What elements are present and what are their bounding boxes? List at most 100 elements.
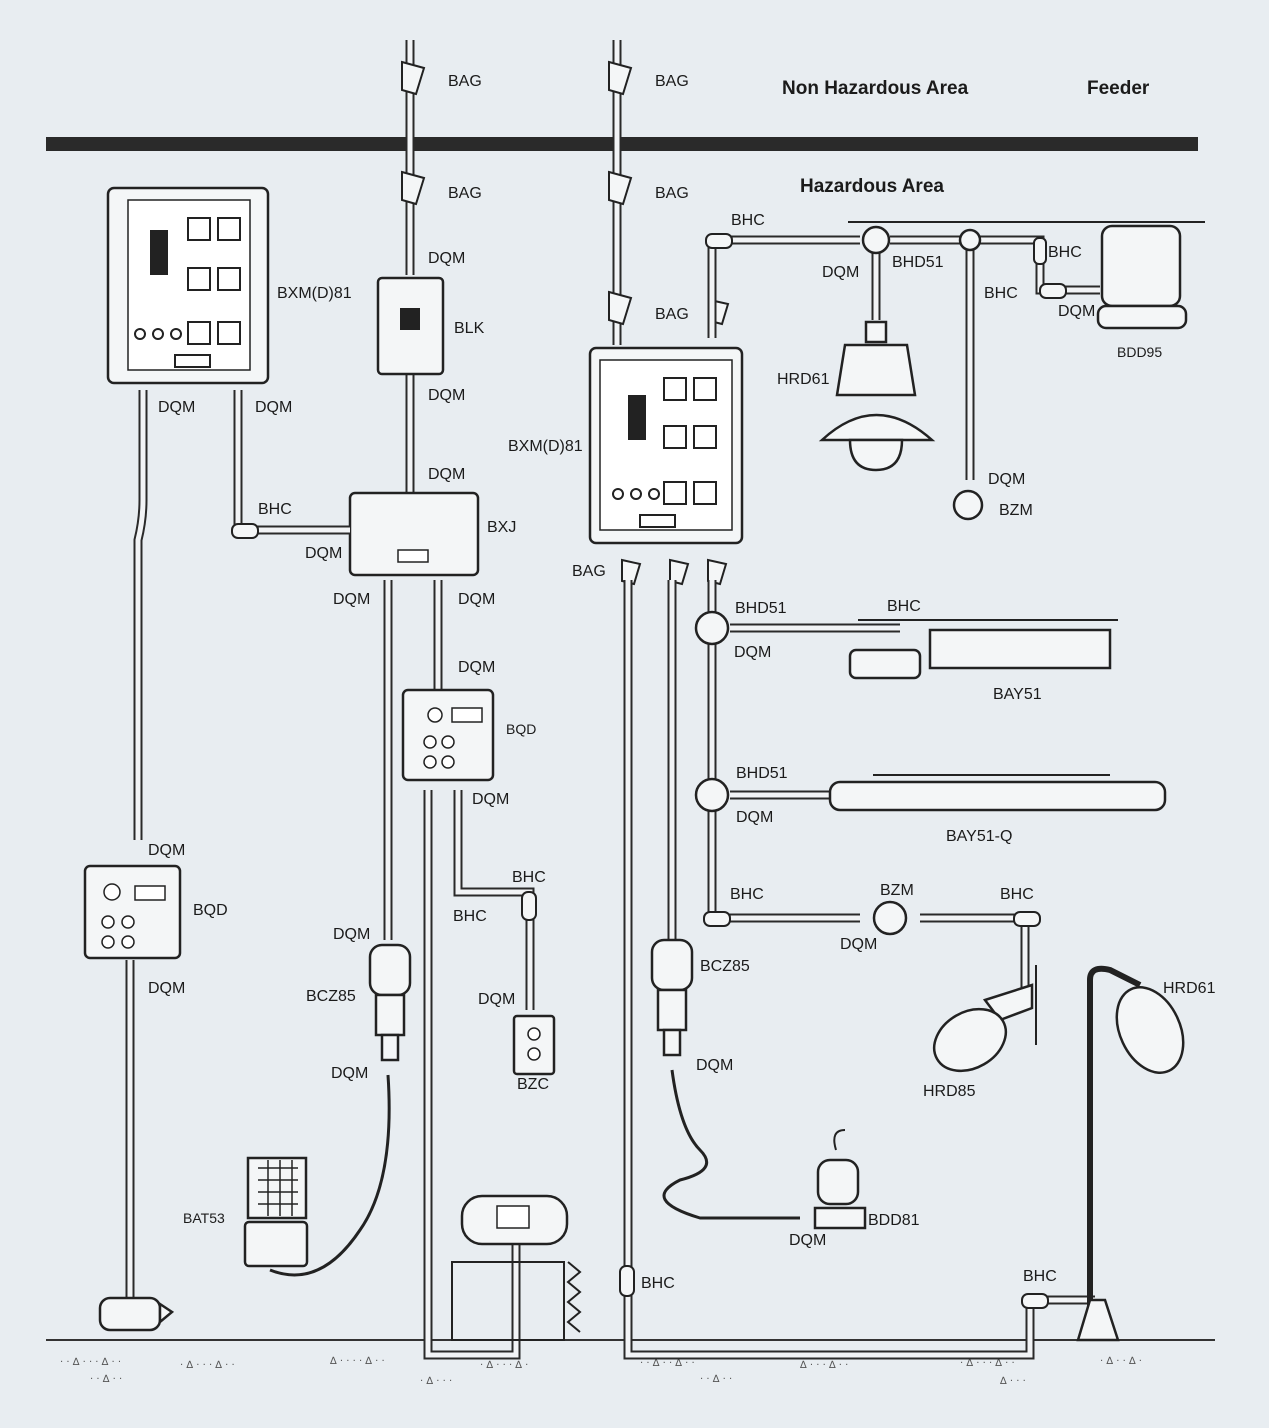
label-dqm: DQM (458, 591, 496, 608)
label-bag: BAG (448, 73, 482, 90)
label-hrd85: HRD85 (923, 1083, 976, 1100)
feeder-pipes (405, 40, 622, 495)
label-dqm: DQM (305, 545, 343, 562)
label-bhc: BHC (730, 886, 764, 903)
label-dqm: DQM (988, 471, 1026, 488)
label-bay51: BAY51 (993, 686, 1042, 703)
motor-left (98, 1296, 175, 1332)
label-bcz85-right: BCZ85 (700, 958, 750, 975)
bzm-switches (872, 489, 984, 936)
svg-text:· · ∆ · · ∆ · ·: · · ∆ · · ∆ · · (640, 1358, 695, 1369)
label-dqm: DQM (148, 842, 186, 859)
bag-gland-icons (401, 60, 730, 586)
label-bhc: BHC (1048, 244, 1082, 261)
label-bdd81: BDD81 (868, 1212, 920, 1229)
label-bhc: BHC (453, 908, 487, 925)
svg-text:· ∆ · · ∆ ·: · ∆ · · ∆ · (1100, 1356, 1142, 1367)
label-dqm: DQM (428, 250, 466, 267)
label-dqm: DQM (840, 936, 878, 953)
hrd61-pendant (818, 320, 936, 472)
svg-text:· · ∆ · ·: · · ∆ · · (700, 1374, 732, 1385)
svg-text:∆ · · · ∆ · ·: ∆ · · · ∆ · · (799, 1360, 848, 1371)
label-non-hazardous-area: Non Hazardous Area (782, 78, 969, 99)
label-bhc: BHC (1000, 886, 1034, 903)
label-bzm: BZM (999, 502, 1033, 519)
label-bag: BAG (448, 185, 482, 202)
label-blk: BLK (454, 320, 485, 337)
label-dqm: DQM (255, 399, 293, 416)
svg-text:· ∆ · · · ∆ · ·: · ∆ · · · ∆ · · (960, 1358, 1015, 1369)
bat53-floodlight (243, 1156, 309, 1268)
label-bhc: BHC (731, 212, 765, 229)
label-dqm: DQM (478, 991, 516, 1008)
left-conduits (125, 390, 535, 1360)
label-bhc: BHC (641, 1275, 675, 1292)
label-bag: BAG (655, 185, 689, 202)
label-dqm: DQM (472, 791, 510, 808)
bxj-junction-box (348, 491, 480, 577)
bqd-middle (401, 688, 495, 782)
bcz85-left (368, 943, 412, 1062)
label-bxm-left: BXM(D)81 (277, 285, 352, 302)
bdd81-handlamp (813, 1129, 867, 1230)
label-bhc: BHC (887, 598, 921, 615)
label-bay51q: BAY51-Q (946, 828, 1013, 845)
label-dqm: DQM (822, 264, 860, 281)
label-bhd51: BHD51 (892, 254, 944, 271)
label-dqm: DQM (734, 644, 772, 661)
label-bhc: BHC (512, 869, 546, 886)
label-dqm: DQM (333, 591, 371, 608)
area-boundary-bar (46, 137, 1198, 151)
label-bqd-left: BQD (193, 902, 228, 919)
bay51-fixture (848, 628, 1112, 680)
label-bag: BAG (572, 563, 606, 580)
bxm-panel-left (106, 186, 270, 385)
label-dqm: DQM (1058, 303, 1096, 320)
hrd85-wall-light (932, 983, 1034, 1073)
label-bhc: BHC (258, 501, 292, 518)
label-dqm: DQM (428, 387, 466, 404)
svg-text:· ∆ · · ·: · ∆ · · · (420, 1376, 452, 1387)
bay51q-fixture (828, 780, 1167, 812)
label-bdd95: BDD95 (1117, 344, 1163, 360)
label-hazardous-area: Hazardous Area (800, 176, 944, 197)
label-bzc: BZC (517, 1076, 549, 1093)
label-dqm: DQM (736, 809, 774, 826)
label-bag: BAG (655, 306, 689, 323)
bqd-left (83, 864, 182, 960)
label-hrd61-pendant: HRD61 (777, 371, 830, 388)
label-bag: BAG (655, 73, 689, 90)
bdd95-highbay (1096, 224, 1188, 330)
label-dqm: DQM (428, 466, 466, 483)
bcz85-right (650, 938, 694, 1057)
label-bat53: BAT53 (183, 1210, 225, 1226)
motor-middle (451, 1194, 582, 1341)
label-bzm: BZM (880, 882, 914, 899)
svg-text:∆ · · ·: ∆ · · · (999, 1376, 1026, 1387)
bhd51-junctions (694, 225, 982, 813)
label-bhd51: BHD51 (735, 600, 787, 617)
label-dqm: DQM (331, 1065, 369, 1082)
label-bhd51: BHD51 (736, 765, 788, 782)
svg-text:· ∆ · · · ∆ ·: · ∆ · · · ∆ · (480, 1360, 528, 1371)
label-dqm: DQM (333, 926, 371, 943)
label-dqm: DQM (458, 659, 496, 676)
cable-bat53 (269, 1074, 391, 1277)
label-bqd-middle: BQD (506, 721, 537, 737)
svg-text:· · ∆ · · · ∆ · ·: · · ∆ · · · ∆ · · (60, 1357, 121, 1368)
label-bhc: BHC (1023, 1268, 1057, 1285)
label-dqm: DQM (158, 399, 196, 416)
label-hrd61-pole: HRD61 (1163, 980, 1216, 997)
svg-text:· · ∆ · ·: · · ∆ · · (90, 1374, 122, 1385)
cable-bdd81 (662, 1069, 800, 1220)
label-bcz85-left: BCZ85 (306, 988, 356, 1005)
label-bxm-right: BXM(D)81 (508, 438, 583, 455)
svg-text:∆ · · · · ∆ · ·: ∆ · · · · ∆ · · (329, 1356, 385, 1367)
label-feeder: Feeder (1087, 78, 1150, 99)
bzc-station (512, 1014, 556, 1076)
blk-switch (376, 276, 445, 376)
label-bxj: BXJ (487, 519, 517, 536)
label-dqm: DQM (789, 1232, 827, 1249)
hrd61-pole-light (1076, 965, 1185, 1342)
